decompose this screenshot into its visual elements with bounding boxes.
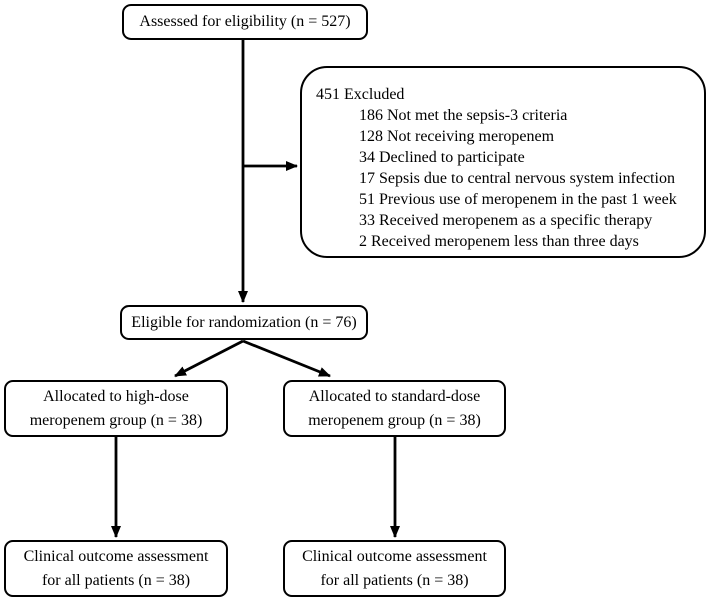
box-excluded: 451 Excluded 186 Not met the sepsis-3 cr… xyxy=(300,66,706,258)
box-allocated-standard-dose: Allocated to standard-dose meropenem gro… xyxy=(283,380,506,437)
excluded-item: 186 Not met the sepsis-3 criteria xyxy=(359,107,568,124)
arrow-eligible-to-high-dose xyxy=(174,339,244,378)
excluded-item: 17 Sepsis due to central nervous system … xyxy=(359,170,675,187)
excluded-item: 128 Not receiving meropenem xyxy=(359,128,555,145)
assessed-label: Assessed for eligibility (n = 527) xyxy=(139,13,351,30)
box-outcome-high-dose: Clinical outcome assessment for all pati… xyxy=(4,540,228,597)
allocated-standard-dose-line1: Allocated to standard-dose xyxy=(308,387,481,405)
allocated-high-dose-line1: Allocated to high-dose xyxy=(43,387,189,405)
arrow-eligible-to-standard-dose xyxy=(242,339,331,378)
excluded-heading: 451 Excluded xyxy=(316,86,405,103)
box-eligible-for-randomization: Eligible for randomization (n = 76) xyxy=(120,305,368,340)
eligible-label: Eligible for randomization (n = 76) xyxy=(131,313,357,331)
excluded-item: 33 Received meropenem as a specific ther… xyxy=(359,212,653,229)
excluded-item: 2 Received meropenem less than three day… xyxy=(359,233,639,250)
box-allocated-high-dose: Allocated to high-dose meropenem group (… xyxy=(4,380,228,437)
outcome-standard-dose-line1: Clinical outcome assessment xyxy=(302,547,487,565)
allocated-high-dose-line2: meropenem group (n = 38) xyxy=(29,411,203,429)
excluded-item: 34 Declined to participate xyxy=(359,149,525,166)
allocated-standard-dose-line2: meropenem group (n = 38) xyxy=(308,411,481,429)
box-outcome-standard-dose: Clinical outcome assessment for all pati… xyxy=(283,540,506,597)
outcome-high-dose-line1: Clinical outcome assessment xyxy=(23,547,209,565)
box-assessed-for-eligibility: Assessed for eligibility (n = 527) xyxy=(122,4,368,40)
outcome-standard-dose-line2: for all patients (n = 38) xyxy=(320,571,469,589)
excluded-item: 51 Previous use of meropenem in the past… xyxy=(359,191,677,208)
outcome-high-dose-line2: for all patients (n = 38) xyxy=(41,571,191,589)
